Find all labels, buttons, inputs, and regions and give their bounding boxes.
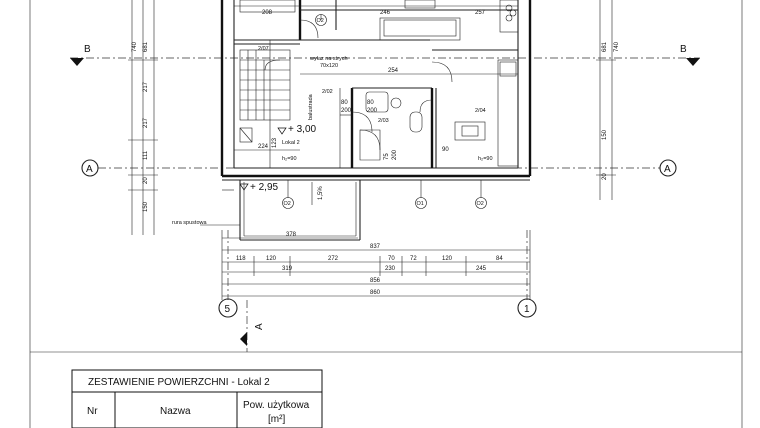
interior-dimension-lines — [234, 5, 518, 168]
dim-row4-0: 319 — [282, 266, 293, 272]
dim-row1-0: 378 — [286, 232, 297, 238]
unit-name: Lokal 2 — [282, 140, 300, 146]
right-dim-0: 740 — [614, 41, 620, 52]
area-table: ZESTAWIENIE POWIERZCHNI - Lokal 2 Nr Naz… — [71, 369, 323, 428]
level-lower-text: + 2,95 — [250, 182, 279, 193]
dim-row3-6: 84 — [496, 256, 503, 262]
table-col-area-1: Pow. użytkowa — [243, 400, 310, 411]
roof-exit-dims: 70x120 — [320, 63, 338, 69]
top-dim-3: 254 — [388, 68, 399, 74]
dim-row4-1: 230 — [385, 266, 396, 272]
left-dim-6: 150 — [143, 201, 149, 212]
left-dim-1: 681 — [143, 41, 149, 52]
staircase — [239, 49, 291, 143]
window-height-0: h₂=90 — [282, 156, 297, 162]
section-b-left-label: B — [84, 44, 91, 55]
dim-row3-5: 120 — [442, 256, 453, 262]
interior-dim-0: 80 — [341, 100, 348, 106]
terrace — [200, 180, 361, 241]
room-label-0: 2/07 — [258, 46, 269, 52]
top-dim-0: 208 — [262, 10, 273, 16]
bottom-axes: 5 1 — [218, 230, 537, 318]
interior-dim-3: 200 — [367, 108, 378, 114]
window-tag-2: O1 — [417, 201, 424, 207]
table-col-nr: Nr — [87, 406, 98, 417]
left-dim-0: 740 — [132, 41, 138, 52]
level-marker-lower: + 2,95 — [239, 182, 279, 193]
furniture — [239, 0, 519, 167]
right-dim-1: 681 — [602, 41, 608, 52]
interior-dim-8: 90 — [442, 147, 449, 153]
table-title: ZESTAWIENIE POWIERZCHNI - Lokal 2 — [88, 377, 270, 388]
section-a-arrow: A — [240, 300, 265, 352]
room-label-1: 2/02 — [322, 89, 333, 95]
dim-row6-0: 860 — [370, 290, 381, 296]
dim-row3-0: 118 — [236, 256, 246, 262]
interior-dim-2: 80 — [367, 100, 374, 106]
doors — [299, 19, 453, 133]
window-tag-0: O2 — [284, 201, 291, 207]
interior-dim-1: 200 — [341, 108, 352, 114]
right-dimension-chains: 740 681 150 20 — [596, 0, 620, 200]
right-dim-2: 150 — [602, 129, 608, 140]
downpipe-note: rura spustowa — [172, 220, 207, 226]
section-a-label: A — [254, 323, 265, 330]
dim-row5-0: 856 — [370, 278, 381, 284]
axis-a-left-label: A — [86, 164, 93, 175]
window-tags: O2 O2 O1 O2 — [282, 14, 487, 209]
axis-line-a: A A — [81, 159, 677, 177]
dim-row3-4: 72 — [410, 256, 417, 262]
axis-a-right-label: A — [664, 164, 671, 175]
table-col-name: Nazwa — [160, 406, 191, 417]
axis-1-label: 1 — [524, 304, 530, 315]
left-dim-3: 217 — [143, 117, 149, 128]
dim-row3-3: 70 — [388, 256, 395, 262]
left-dim-2: 217 — [143, 81, 149, 92]
interior-dim-7: 123 — [272, 137, 278, 148]
room-label-3: 2/04 — [475, 108, 486, 114]
left-dim-4: 111 — [143, 150, 149, 160]
window-height-1: h₂=90 — [478, 156, 493, 162]
level-upper-text: + 3,00 — [288, 124, 317, 135]
left-dimension-chains: 740 681 217 217 111 20 150 — [128, 0, 158, 235]
room-label-2: 2/03 — [378, 118, 389, 124]
right-dim-3: 20 — [602, 173, 608, 180]
stair-note: balustrada — [308, 93, 314, 120]
dim-row3-1: 120 — [266, 256, 277, 262]
table-col-area-2: [m²] — [268, 414, 285, 425]
slope-label: 1,5% — [318, 186, 324, 200]
section-b-right-label: B — [680, 44, 687, 55]
dim-row2-0: 837 — [370, 244, 381, 250]
level-marker-upper: + 3,00 — [277, 124, 317, 135]
top-dim-2: 257 — [475, 10, 486, 16]
roof-exit-note: wyłaz na strych — [309, 56, 348, 62]
interior-dim-4: 75 — [384, 153, 390, 160]
dim-row4-2: 245 — [476, 266, 487, 272]
dim-row3-2: 272 — [328, 256, 339, 262]
bottom-dimension-lines — [221, 230, 531, 300]
axis-5-label: 5 — [225, 304, 231, 315]
window-tag-3: O2 — [477, 201, 484, 207]
top-dim-1: 246 — [380, 10, 391, 16]
window-tag-1: O2 — [317, 18, 324, 24]
left-dim-5: 20 — [143, 177, 149, 184]
interior-dim-5: 200 — [392, 149, 398, 160]
section-line-b: B B — [70, 44, 700, 66]
interior-dim-6: 224 — [258, 144, 269, 150]
